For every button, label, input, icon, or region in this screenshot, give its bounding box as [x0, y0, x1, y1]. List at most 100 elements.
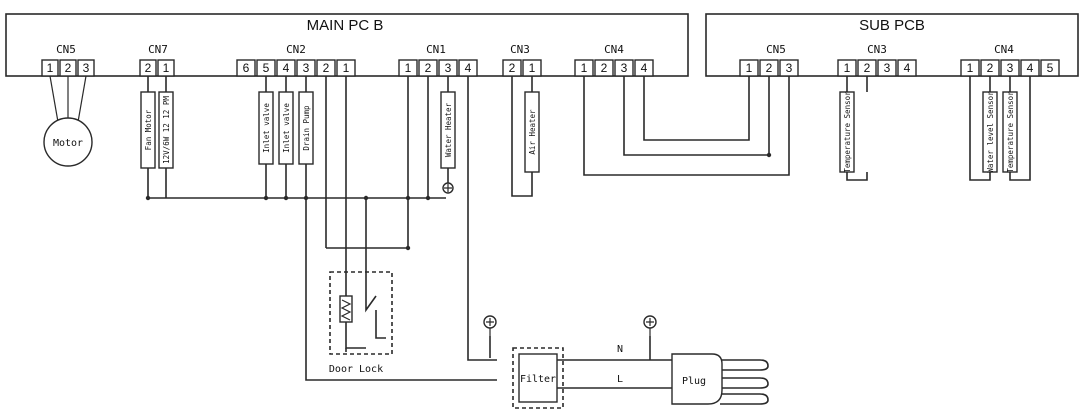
sub-cn3-pin-label: 1	[844, 61, 851, 75]
main-cn1-pin-label: 3	[445, 61, 452, 75]
water-heater-label: Water Heater	[444, 102, 453, 157]
main-cn2-pin-label: 6	[243, 61, 250, 75]
line-label: L	[617, 374, 623, 385]
ground-icon-mark	[646, 318, 654, 326]
inlet-valve-2-label: Inlet valve	[282, 103, 291, 153]
main-cn7-pin-label: 2	[145, 61, 152, 75]
main-cn1-connector: CN1 1 2 3 4	[398, 43, 478, 77]
temperature-sensor-1-label: Temperature Sensor	[843, 91, 852, 173]
main-cn5-pin-label: 3	[83, 61, 90, 75]
sub-cn4-pin-label: 5	[1047, 61, 1054, 75]
wire	[1009, 76, 1031, 181]
main-cn3-pin-label: 1	[529, 61, 536, 75]
main-cn2-pin-label: 2	[323, 61, 330, 75]
main-cn7-pin-label: 1	[163, 61, 170, 75]
wire	[365, 292, 377, 313]
motor-component	[43, 117, 93, 167]
main-cn5-pin-label: 1	[47, 61, 54, 75]
fan-motor-component	[140, 91, 156, 169]
wire	[583, 76, 790, 176]
sub-cn5-label: CN5	[766, 43, 786, 56]
main-cn2-connector: CN2 6 5 4 3 2 1	[236, 43, 356, 77]
wire	[511, 76, 533, 197]
main-cn4-pin-label: 3	[621, 61, 628, 75]
main-cn4-pin-label: 2	[601, 61, 608, 75]
main-cn5-pin-label: 2	[65, 61, 72, 75]
air-heater-component	[524, 91, 540, 173]
wire	[49, 75, 59, 123]
junction-dot	[263, 195, 269, 201]
sub-cn3-pin-label: 2	[864, 61, 871, 75]
sub-cn3-pin-label: 4	[904, 61, 911, 75]
junction-dot	[363, 195, 369, 201]
wire	[375, 310, 386, 339]
motor-label: Motor	[53, 138, 83, 149]
sub-cn4-connector: CN4 1 2 3 4 5	[960, 43, 1060, 77]
wire	[467, 76, 497, 361]
drain-pump-label: Drain Pump	[302, 105, 311, 151]
plug-label: Plug	[682, 376, 706, 387]
ground-icon-mark	[444, 184, 452, 192]
wires	[49, 75, 1031, 405]
temperature-sensor-2-component	[1002, 91, 1018, 173]
plug-component	[671, 353, 723, 405]
junction-dot	[303, 195, 309, 201]
sub-cn4-pin-label: 4	[1027, 61, 1034, 75]
sub-cn4-pin-label: 2	[987, 61, 994, 75]
wire	[623, 76, 770, 156]
main-cn2-pin-label: 5	[263, 61, 270, 75]
junction-dot	[405, 195, 411, 201]
junction-dot	[425, 195, 431, 201]
filter-component	[518, 353, 558, 403]
main-cn4-pin	[594, 59, 614, 77]
main-cn4-pin-label: 1	[581, 61, 588, 75]
wire	[846, 172, 868, 181]
main-cn2-pin-label: 1	[343, 61, 350, 75]
inlet-valve-1-component	[258, 91, 274, 165]
wire	[720, 359, 769, 371]
filter-label: Filter	[520, 374, 556, 385]
junction-dot	[283, 195, 289, 201]
fan-motor-volts-component	[158, 91, 174, 169]
main-cn2-label: CN2	[286, 43, 306, 56]
wire	[77, 75, 87, 123]
ground-icon-mark	[486, 318, 494, 326]
neutral-label: N	[617, 344, 623, 355]
main-cn1-label: CN1	[426, 43, 446, 56]
junction-dot	[405, 245, 411, 251]
main-cn7-label: CN7	[148, 43, 168, 56]
main-cn5-label: CN5	[56, 43, 76, 56]
main-cn3-connector: CN3 2 1	[502, 43, 542, 77]
main-cn1-pin-label: 1	[405, 61, 412, 75]
sub-cn3-pin-label: 3	[884, 61, 891, 75]
wire	[720, 377, 769, 389]
main-cn3-label: CN3	[510, 43, 530, 56]
drain-pump-component	[298, 91, 314, 165]
fan-motor-volts-label: 12V/6W 12 12 PM	[162, 96, 171, 164]
main-cn2-pin-label: 3	[303, 61, 310, 75]
inlet-valve-1-label: Inlet valve	[262, 103, 271, 153]
main-cn3-pin-label: 2	[509, 61, 516, 75]
sub-cn5-connector: CN5 1 2 3	[739, 43, 799, 77]
wire	[305, 164, 497, 381]
door-lock-coil-winding	[340, 299, 352, 321]
sub-cn3-label: CN3	[867, 43, 887, 56]
main-cn2-pin-label: 4	[283, 61, 290, 75]
fan-motor-label: Fan Motor	[144, 109, 153, 150]
sub-cn4-label: CN4	[994, 43, 1014, 56]
temperature-sensor-2-label: Temperature Sensor	[1006, 91, 1015, 173]
main-cn1-pin-label: 2	[425, 61, 432, 75]
temperature-sensor-1-component	[839, 91, 855, 173]
air-heater-label: Air Heater	[528, 109, 537, 155]
main-cn4-pin-label: 4	[641, 61, 648, 75]
sub-cn3-pin	[877, 59, 897, 77]
main-cn4-label: CN4	[604, 43, 624, 56]
main-cn2-pin	[236, 59, 256, 77]
main-pcb-title: MAIN PC B	[307, 17, 384, 34]
sub-cn3-connector: CN3 1 2 3 4	[837, 43, 917, 77]
main-cn7-connector: CN7 2 1	[139, 43, 175, 77]
sub-cn4-pin	[1040, 59, 1060, 77]
inlet-valve-2-component	[278, 91, 294, 165]
